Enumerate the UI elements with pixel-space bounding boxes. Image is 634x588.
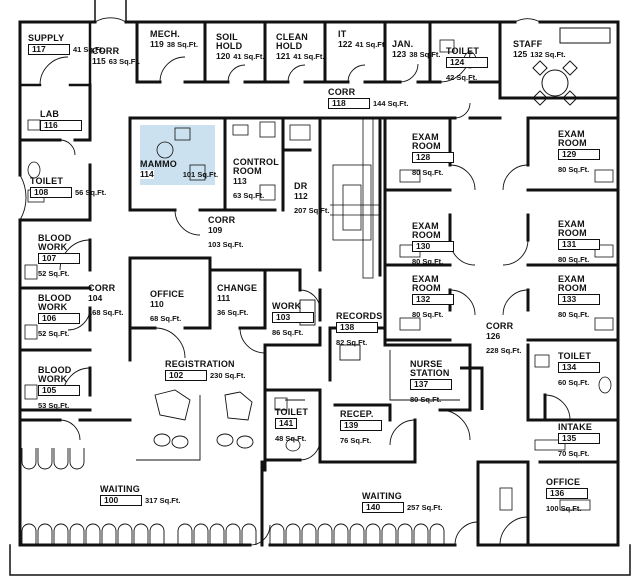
waiting-chair xyxy=(429,523,445,545)
room-exam-130: EXAM ROOM 130 80 Sq.Ft. xyxy=(412,222,454,268)
waiting-chair xyxy=(317,523,333,545)
waiting-chair xyxy=(133,523,149,545)
room-nurse-station: NURSE STATION 137 80 Sq.Ft. xyxy=(410,360,452,406)
room-recep: RECEP. 139 76 Sq.Ft. xyxy=(340,410,382,447)
waiting-chair xyxy=(301,523,317,545)
room-dr: DR 112 207 Sq.Ft. xyxy=(294,181,330,215)
waiting-chair xyxy=(53,448,69,470)
waiting-chair xyxy=(193,523,209,545)
registration-workstations xyxy=(153,299,361,449)
room-exam-132: EXAM ROOM 132 80 Sq.Ft. xyxy=(412,275,454,321)
room-blood-work-107: BLOOD WORK 107 52 Sq.Ft. xyxy=(38,234,80,280)
waiting-chair xyxy=(269,523,285,545)
waiting-chair xyxy=(225,523,241,545)
waiting-chair xyxy=(117,523,133,545)
room-work: WORK 103 86 Sq.Ft. xyxy=(272,302,314,339)
room-change: CHANGE 111 36 Sq.Ft. xyxy=(217,283,258,317)
waiting-chair xyxy=(101,523,117,545)
waiting-chair xyxy=(53,523,69,545)
waiting-chair xyxy=(365,523,381,545)
room-blood-work-106: BLOOD WORK 106 52 Sq.Ft. xyxy=(38,294,80,340)
waiting-chair xyxy=(69,448,85,470)
room-toilet-124: TOILET 124 42 Sq.Ft. xyxy=(446,47,488,84)
imaging-equipment xyxy=(232,117,380,279)
waiting-chair xyxy=(381,523,397,545)
waiting-chair xyxy=(37,448,53,470)
room-corr-104: CORR 104 168 Sq.Ft. xyxy=(88,283,124,317)
waiting-chair xyxy=(85,523,101,545)
waiting-chair xyxy=(413,523,429,545)
room-exam-128: EXAM ROOM 128 80 Sq.Ft. xyxy=(412,133,454,179)
waiting-chair xyxy=(21,448,37,470)
waiting-chairs xyxy=(21,448,445,545)
room-corr-109: CORR 109 103 Sq.Ft. xyxy=(208,215,244,249)
room-office-110: OFFICE 110 68 Sq.Ft. xyxy=(150,289,185,323)
room-corr-126: CORR 126 228 Sq.Ft. xyxy=(486,321,522,355)
room-toilet-141: TOILET 141 48 Sq.Ft. xyxy=(275,407,309,443)
toilet-fixtures xyxy=(24,39,614,511)
staff-table xyxy=(532,27,611,106)
room-lab: LAB 116 xyxy=(40,110,82,131)
waiting-chair xyxy=(149,523,165,545)
room-control: CONTROL ROOM 113 63 Sq.Ft. xyxy=(233,157,279,200)
waiting-chair xyxy=(69,523,85,545)
waiting-chair xyxy=(349,523,365,545)
room-intake: INTAKE 135 70 Sq.Ft. xyxy=(558,423,600,460)
waiting-chair xyxy=(37,523,53,545)
waiting-chair xyxy=(21,523,37,545)
waiting-chair xyxy=(333,523,349,545)
room-office-136: OFFICE 136 100 Sq.Ft. xyxy=(546,478,588,515)
waiting-chair xyxy=(241,523,257,545)
room-blood-work-105: BLOOD WORK 105 53 Sq.Ft. xyxy=(38,366,80,412)
waiting-chair xyxy=(209,523,225,545)
waiting-chair xyxy=(397,523,413,545)
waiting-chair xyxy=(285,523,301,545)
room-exam-133: EXAM ROOM 133 80 Sq.Ft. xyxy=(558,275,600,321)
waiting-chair xyxy=(177,523,193,545)
room-exam-129: EXAM ROOM 129 80 Sq.Ft. xyxy=(558,130,600,176)
room-exam-131: EXAM ROOM 131 80 Sq.Ft. xyxy=(558,220,600,266)
room-records: RECORDS 138 82 Sq.Ft. xyxy=(336,311,383,347)
room-toilet-134: TOILET 134 60 Sq.Ft. xyxy=(558,352,600,389)
